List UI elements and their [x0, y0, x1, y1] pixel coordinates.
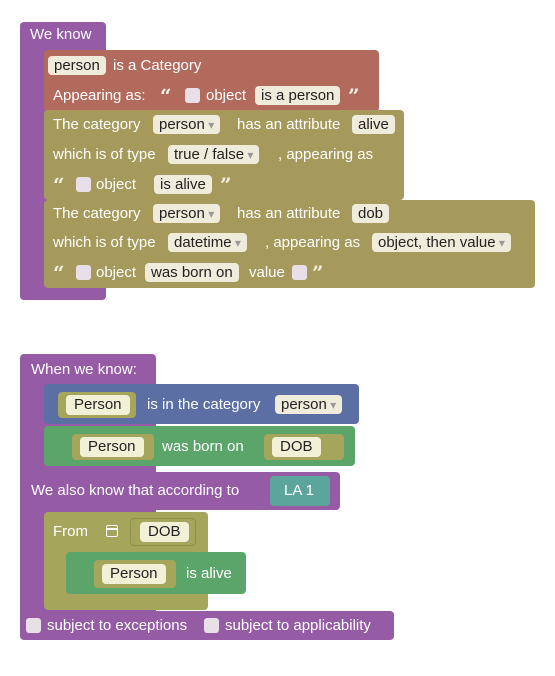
open-quote-icon: “: [160, 84, 172, 108]
dob-object-label: object: [96, 264, 137, 281]
dob-appearing-as: , appearing as: [265, 234, 361, 251]
exceptions-checkbox[interactable]: [26, 618, 41, 633]
is-a-category-label: is a Category: [113, 57, 202, 74]
alive-category-dropdown[interactable]: person: [153, 115, 221, 134]
we-know-header: We know: [30, 26, 92, 43]
object-checkbox[interactable]: [185, 88, 200, 103]
dob-category-dropdown[interactable]: person: [153, 204, 221, 223]
dob-type-label: which is of type: [53, 234, 156, 251]
dob-prefix: The category: [53, 205, 141, 222]
dob-variable[interactable]: DOB: [272, 437, 321, 457]
alive-person-variable[interactable]: Person: [102, 564, 166, 584]
exceptions-label: subject to exceptions: [47, 617, 188, 634]
alive-type-label: which is of type: [53, 146, 156, 163]
alive-object-checkbox[interactable]: [76, 177, 91, 192]
dob-appearance-dropdown[interactable]: object, then value: [372, 233, 511, 252]
source-label: LA 1: [284, 482, 315, 499]
dob-value-checkbox[interactable]: [292, 265, 307, 280]
source-block[interactable]: [270, 476, 330, 506]
category-appearance-field[interactable]: is a person: [255, 86, 341, 105]
alive-object-label: object: [96, 176, 137, 193]
condition-category-dropdown[interactable]: person: [275, 395, 343, 414]
dob-value-label: value: [249, 264, 285, 281]
alive-prefix: The category: [53, 116, 141, 133]
alive-appearing-as: , appearing as: [278, 146, 374, 163]
dob-has-attribute: has an attribute: [237, 205, 341, 222]
object-label: object: [206, 87, 247, 104]
alive-attribute-name-field[interactable]: alive: [352, 115, 395, 134]
when-we-know-header: When we know:: [31, 361, 137, 378]
person-variable[interactable]: Person: [66, 395, 130, 415]
also-know-label: We also know that according to: [31, 482, 240, 499]
alive-has-attribute: has an attribute: [237, 116, 341, 133]
dob-object-checkbox[interactable]: [76, 265, 91, 280]
dob-type-dropdown[interactable]: datetime: [168, 233, 247, 252]
person-variable[interactable]: Person: [80, 437, 144, 457]
born-on-label: was born on: [162, 438, 244, 455]
is-alive-label: is alive: [186, 565, 232, 582]
open-quote-icon: “: [53, 173, 65, 197]
open-quote-icon: “: [53, 261, 65, 285]
close-quote-icon: ”: [312, 261, 324, 285]
applicability-checkbox[interactable]: [204, 618, 219, 633]
in-category-label: is in the category: [147, 396, 261, 413]
from-label: From: [53, 523, 88, 540]
alive-type-dropdown[interactable]: true / false: [168, 145, 260, 164]
calendar-icon: [106, 525, 118, 537]
applicability-label: subject to applicability: [225, 617, 371, 634]
category-name-field[interactable]: person: [48, 56, 106, 75]
appearing-as-label: Appearing as:: [53, 87, 146, 104]
alive-appearance-field[interactable]: is alive: [154, 175, 212, 194]
close-quote-icon: ”: [348, 84, 360, 108]
dob-attribute-name-field[interactable]: dob: [352, 204, 390, 223]
dob-appearance-field[interactable]: was born on: [145, 263, 239, 282]
close-quote-icon: ”: [220, 173, 232, 197]
from-dob-variable[interactable]: DOB: [140, 522, 189, 542]
